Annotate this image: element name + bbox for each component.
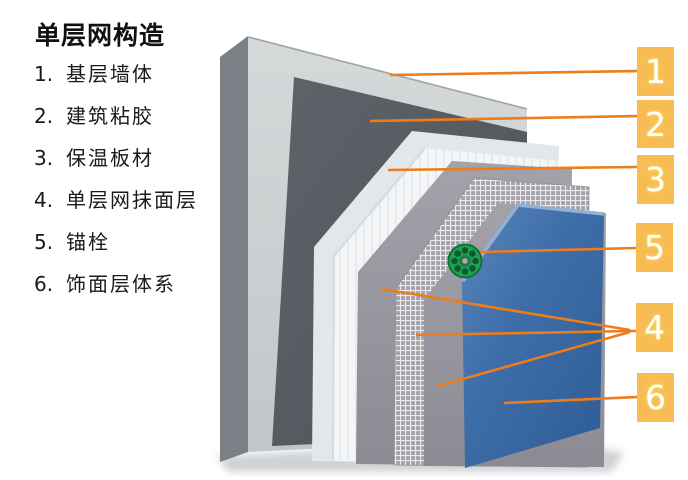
legend-list: 1. 基层墙体 2. 建筑粘胶 3. 保温板材 4. 单层网抹面层 5. 锚栓 …	[34, 62, 198, 314]
page-title: 单层网构造	[35, 21, 166, 50]
legend-item-label: 单层网抹面层	[66, 188, 198, 212]
legend-item-label: 饰面层体系	[66, 272, 176, 296]
insulation-board-edge-line	[332, 147, 426, 462]
legend-item-number: 4.	[34, 188, 54, 212]
callout-box-5: 5	[636, 223, 673, 272]
anchor-disc	[447, 243, 483, 279]
leader-line-4c	[437, 330, 631, 388]
legend-item-6: 6. 饰面层体系	[34, 272, 198, 314]
callout-box-6: 6	[637, 373, 674, 422]
legend-item-label: 建筑粘胶	[66, 104, 154, 128]
base-wall-top-edge	[247, 36, 528, 110]
callout-box-1: 1	[637, 47, 674, 96]
leader-line-4a	[381, 287, 631, 332]
legend-item-number: 3.	[34, 146, 54, 170]
legend-item-label: 锚栓	[66, 230, 110, 254]
legend-item-label: 基层墙体	[66, 62, 154, 86]
legend-item-number: 5.	[34, 230, 54, 254]
leader-lines	[369, 69, 638, 405]
legend-item-2: 2. 建筑粘胶	[34, 104, 198, 146]
legend-item-label: 保温板材	[66, 146, 154, 170]
leader-line-2	[369, 114, 638, 123]
legend-item-1: 1. 基层墙体	[34, 62, 198, 104]
callout-box-4: 4	[636, 303, 673, 352]
legend-item-number: 2.	[34, 104, 54, 128]
legend-item-number: 1.	[34, 62, 54, 86]
legend-item-3: 3. 保温板材	[34, 146, 198, 188]
legend-item-number: 6.	[34, 272, 54, 296]
base-wall-side-face	[220, 36, 248, 462]
finish-panel	[462, 205, 604, 468]
leader-line-4b	[415, 329, 631, 337]
leader-line-3	[387, 165, 638, 172]
leader-line-1	[389, 69, 638, 77]
legend-item-5: 5. 锚栓	[34, 230, 198, 272]
callout-box-2: 2	[637, 100, 674, 148]
legend-item-4: 4. 单层网抹面层	[34, 188, 198, 230]
leader-line-6	[503, 395, 638, 405]
leader-line-5	[479, 246, 637, 254]
callout-box-3: 3	[637, 155, 674, 204]
